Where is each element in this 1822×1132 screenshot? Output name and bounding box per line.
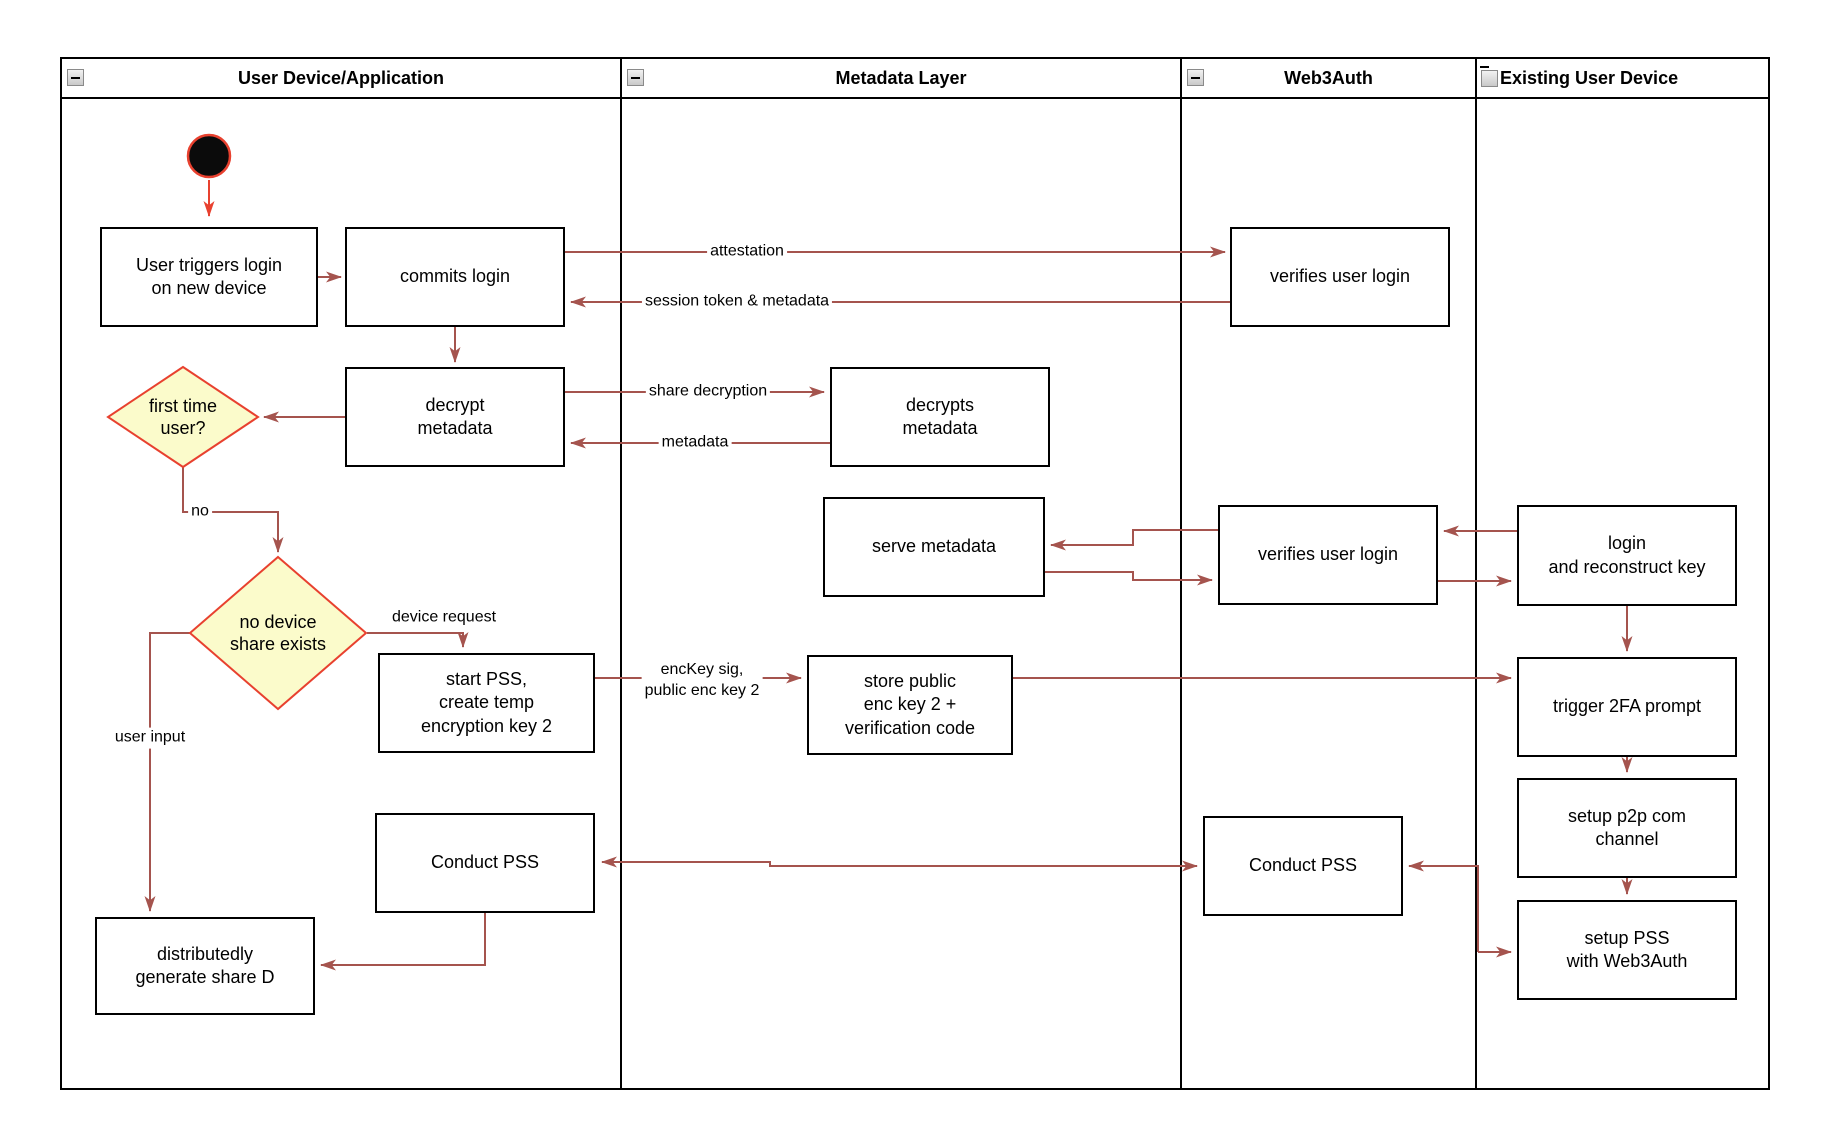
lane-divider-2 [1180, 59, 1182, 1088]
node-label: setup p2p com channel [1567, 805, 1687, 849]
node-label: trigger 2FA prompt [1552, 696, 1702, 717]
lane-header-web3auth[interactable]: Web3Auth [1182, 59, 1475, 97]
edge-label-enckey: encKey sig, public enc key 2 [641, 660, 763, 702]
lane-header-existing-user-device[interactable]: Existing User Device [1477, 59, 1770, 97]
edge-label-session-token: session token & metadata [641, 291, 833, 313]
edge-label-attestation: attestation [707, 241, 787, 263]
edge-setup-pss-to-conduct [1408, 860, 1479, 952]
edge-label-device-request: device request [388, 607, 500, 629]
lane-header-metadata-layer[interactable]: Metadata Layer [622, 59, 1180, 97]
node-label: Conduct PSS [1248, 855, 1358, 876]
node-verifies-user-login-top[interactable]: verifies user login [1230, 227, 1450, 327]
edge-label-metadata: metadata [658, 432, 732, 454]
start-state-circle[interactable] [186, 133, 232, 179]
collapse-icon[interactable] [67, 69, 84, 86]
node-conduct-pss-user[interactable]: Conduct PSS [375, 813, 595, 913]
node-trigger-2fa-prompt[interactable]: trigger 2FA prompt [1517, 657, 1737, 757]
node-label: login and reconstruct key [1548, 533, 1706, 577]
lane-title: Web3Auth [1284, 67, 1373, 88]
lane-header-row: User Device/Application Metadata Layer W… [62, 59, 1768, 99]
collapse-icon[interactable] [627, 69, 644, 86]
node-label: distributedly generate share D [135, 943, 275, 987]
node-commits-login[interactable]: commits login [345, 227, 565, 327]
lane-divider-1 [620, 59, 622, 1088]
node-decrypts-metadata[interactable]: decrypts metadata [830, 367, 1050, 467]
node-store-public-enc-key[interactable]: store public enc key 2 + verification co… [807, 655, 1013, 755]
node-verifies-user-login-mid[interactable]: verifies user login [1218, 505, 1438, 605]
node-label: decrypt metadata [417, 394, 493, 438]
node-label: decrypts metadata [902, 394, 978, 438]
node-setup-pss-web3auth[interactable]: setup PSS with Web3Auth [1517, 900, 1737, 1000]
node-user-triggers-login[interactable]: User triggers login on new device [100, 227, 318, 327]
node-setup-p2p-channel[interactable]: setup p2p com channel [1517, 778, 1737, 878]
node-conduct-pss-web3auth[interactable]: Conduct PSS [1203, 816, 1403, 916]
lane-title: Metadata Layer [835, 67, 967, 88]
decision-first-time-user[interactable] [106, 365, 260, 469]
node-label: setup PSS with Web3Auth [1566, 927, 1688, 971]
edge-label-no: no [188, 501, 212, 523]
node-start-pss[interactable]: start PSS, create temp encryption key 2 [378, 653, 595, 753]
edge-device-request [367, 632, 469, 648]
node-decrypt-metadata[interactable]: decrypt metadata [345, 367, 565, 467]
edge-verifies-to-serve [1050, 529, 1218, 551]
collapse-icon[interactable] [1481, 69, 1498, 87]
node-serve-metadata[interactable]: serve metadata [823, 497, 1045, 597]
node-label: Conduct PSS [430, 852, 540, 873]
edge-label-share-decryption: share decryption [645, 381, 771, 403]
node-label: start PSS, create temp encryption key 2 [420, 668, 553, 736]
lane-header-user-device[interactable]: User Device/Application [62, 59, 620, 97]
edge-serve-to-verifies [1045, 571, 1213, 586]
node-label: serve metadata [871, 536, 997, 557]
node-label: verifies user login [1269, 266, 1411, 287]
lane-divider-3 [1475, 59, 1477, 1088]
lane-title: Existing User Device [1500, 67, 1679, 88]
edge-label-user-input: user input [111, 727, 189, 749]
node-label: store public enc key 2 + verification co… [844, 670, 976, 738]
collapse-icon[interactable] [1187, 69, 1204, 86]
lane-title: User Device/Application [237, 67, 445, 88]
edge-no-branch [182, 467, 284, 553]
edge-conduct-to-distributedly [320, 913, 486, 971]
decision-label-no-device-share: no device share exists [229, 611, 327, 655]
node-label: verifies user login [1257, 544, 1399, 565]
edge-conduct-pss-link [601, 856, 1198, 872]
node-distributedly-generate-share[interactable]: distributedly generate share D [95, 917, 315, 1015]
node-label: User triggers login on new device [135, 254, 283, 298]
node-label: commits login [399, 266, 511, 287]
decision-no-device-share[interactable] [188, 555, 368, 711]
decision-label-first-time: first time user? [148, 395, 217, 439]
node-login-reconstruct-key[interactable]: login and reconstruct key [1517, 505, 1737, 606]
edge-user-input [144, 632, 192, 912]
